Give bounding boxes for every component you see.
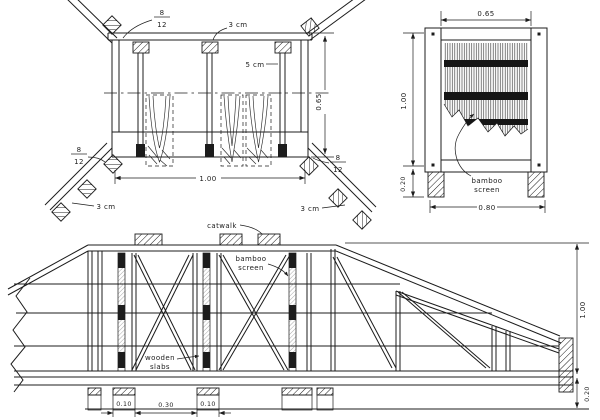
svg-text:catwalk: catwalk — [207, 222, 237, 230]
post-width-label: 5 cm — [246, 61, 278, 69]
screen-posts — [117, 252, 297, 372]
strut-cleat-block — [102, 15, 122, 35]
x-bracing — [131, 254, 291, 371]
break-line — [10, 277, 31, 393]
rail-thickness-label: 3 cm — [212, 21, 248, 41]
wooden-slab — [145, 94, 174, 167]
footing — [196, 387, 220, 411]
footing — [281, 387, 313, 411]
diagonal-braces — [332, 256, 491, 369]
svg-text:screen: screen — [474, 186, 500, 194]
side-walls — [111, 40, 309, 158]
left-approach — [7, 244, 89, 393]
elevation-height-dimension: 1.00 0.20 — [345, 242, 591, 408]
catwalk-callout: catwalk — [207, 222, 263, 235]
lower-left-strut — [44, 142, 123, 222]
catwalk-planks — [134, 233, 281, 246]
screen-post — [202, 252, 211, 372]
strut-cleat-block — [300, 17, 320, 37]
svg-text:5 cm: 5 cm — [246, 61, 265, 69]
bamboo-screen-callout-elevation: bamboo screen — [236, 255, 289, 277]
svg-text:slabs: slabs — [150, 363, 170, 371]
svg-text:bamboo: bamboo — [236, 255, 267, 263]
stringers — [14, 283, 559, 347]
width-dim-label: 1.00 — [199, 175, 216, 183]
width-dimension: 1.00 — [114, 170, 306, 184]
slope-ratio-lower-right: 8 12 — [312, 154, 346, 174]
slope-numerator: 8 — [160, 9, 165, 17]
wooden-slabs-callout: wooden slabs — [145, 354, 200, 371]
footing-dim-label: 0.10 — [200, 401, 216, 408]
svg-text:8: 8 — [77, 146, 82, 154]
post-caps — [132, 41, 292, 54]
svg-text:bamboo: bamboo — [472, 177, 503, 185]
foot-dim-label: 0.20 — [400, 176, 407, 192]
top-dimension: 0.65 — [440, 10, 532, 26]
right-foot — [527, 171, 545, 198]
frame-nails — [431, 32, 541, 167]
end-block — [558, 337, 574, 393]
torn-edge — [443, 103, 529, 137]
screen-post — [288, 252, 297, 372]
post-stems — [136, 53, 287, 157]
footing-dimensions: 0.10 0.10 0.30 — [101, 401, 231, 417]
left-height-dimension: 1.00 — [400, 32, 424, 167]
footing-dim-label: 0.10 — [116, 401, 132, 408]
top-chord — [88, 244, 562, 354]
height-dimension: 0.65 — [311, 32, 334, 158]
cleat-label-right: 3 cm — [301, 204, 346, 213]
svg-text:12: 12 — [333, 166, 343, 174]
footing — [87, 387, 102, 411]
svg-text:3 cm: 3 cm — [97, 203, 116, 211]
left-height-label: 1.00 — [400, 92, 408, 109]
top-rail — [107, 32, 313, 41]
svg-text:8: 8 — [336, 154, 341, 162]
upper-left-strut — [67, 0, 122, 44]
outer-frame — [424, 27, 548, 173]
end-view: 0.65 1.00 0.20 0.80 bamboo screen — [400, 10, 548, 213]
screen-post — [117, 252, 126, 372]
svg-text:3 cm: 3 cm — [229, 21, 248, 29]
vertical-posts — [87, 249, 511, 371]
footings — [87, 387, 334, 411]
slope-ratio-lower-left: 8 12 — [71, 146, 106, 166]
left-foot — [427, 171, 445, 198]
base-dimension: 0.80 — [429, 200, 546, 213]
footing — [112, 387, 136, 411]
slope-denominator: 12 — [157, 21, 167, 29]
foot-dimension: 0.20 — [400, 169, 424, 198]
cross-section-view: 1.00 0.65 8 12 8 12 8 12 — [44, 0, 377, 230]
top-dim-label: 0.65 — [477, 10, 494, 18]
base-dim-label: 0.80 — [478, 204, 495, 212]
svg-text:3 cm: 3 cm — [301, 205, 320, 213]
svg-text:wooden: wooden — [145, 354, 175, 362]
side-elevation-view: 0.10 0.10 0.30 1.00 0.20 catwalk bamboo — [7, 222, 591, 417]
wooden-slab — [220, 94, 244, 167]
lower-right-strut — [299, 142, 377, 230]
footing — [316, 387, 334, 411]
cleat-label-left: 3 cm — [71, 202, 116, 211]
spacing-dim-label: 0.30 — [158, 402, 174, 409]
svg-text:screen: screen — [238, 264, 264, 272]
wooden-slab — [245, 94, 272, 167]
svg-text:12: 12 — [74, 158, 84, 166]
elevation-height-label: 1.00 — [579, 301, 587, 318]
bamboo-screen-callout: bamboo screen — [454, 113, 503, 194]
upper-right-strut — [300, 0, 366, 41]
slope-ratio-top: 8 12 — [122, 9, 170, 39]
elevation-base-label: 0.20 — [584, 386, 591, 402]
height-dim-label: 0.65 — [315, 93, 323, 110]
bottom-chord — [14, 370, 573, 386]
